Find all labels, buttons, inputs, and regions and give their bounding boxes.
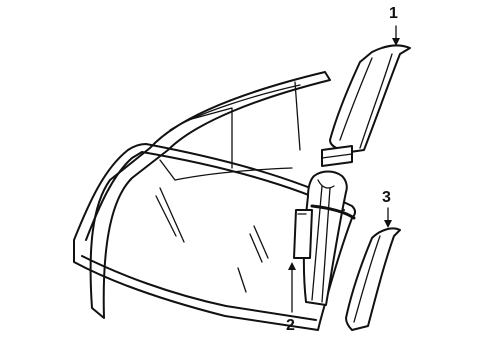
- door-glass: [73, 143, 356, 331]
- part-2-lower-pillar-trim: [293, 170, 356, 306]
- part-1-upper-pillar-trim: [321, 44, 411, 167]
- part-3-rear-pillar-molding: [345, 227, 401, 331]
- door-frame: [89, 71, 331, 319]
- callout-number-1: 1: [389, 5, 398, 22]
- leader-lines: [288, 25, 400, 313]
- callout-number-2: 2: [286, 317, 295, 334]
- callout-number-3: 3: [382, 189, 391, 206]
